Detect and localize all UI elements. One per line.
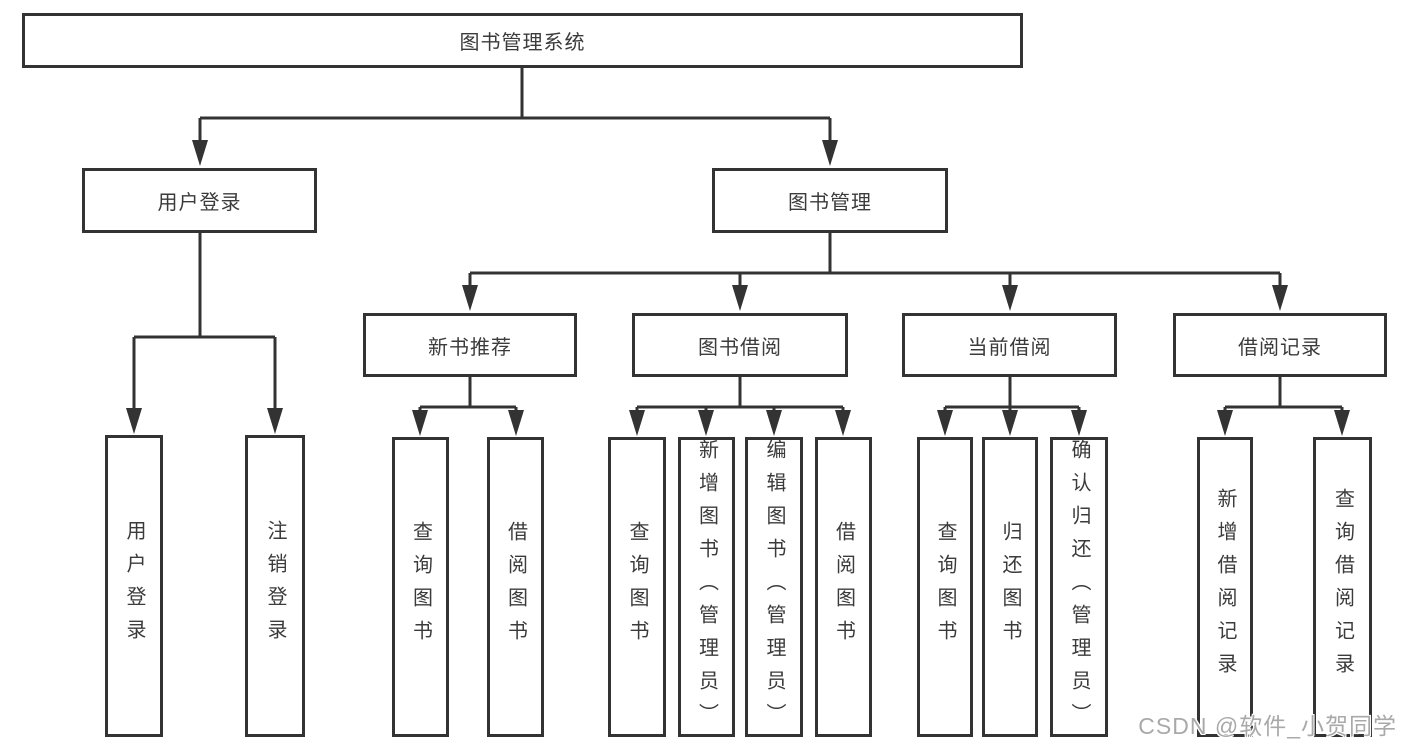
- node-book-borrow: 图书借阅: [632, 313, 848, 377]
- arrow-down-icon: [1334, 410, 1350, 436]
- node-user-login: 用户登录: [82, 168, 317, 233]
- arrow-down-icon: [629, 410, 645, 436]
- watermark: CSDN @软件_小贺同学: [1138, 713, 1397, 739]
- leaf-edit-book-admin-label: 编辑图书（管理员）: [763, 438, 785, 736]
- arrow-down-icon: [192, 140, 208, 166]
- leaf-query-borrow-record-label: 查询借阅记录: [1331, 488, 1354, 686]
- node-current-borrow: 当前借阅: [902, 313, 1117, 377]
- connector-book-management: [468, 233, 1282, 288]
- leaf-query-book-3-label: 查询图书: [934, 521, 956, 653]
- arrow-down-icon: [126, 408, 142, 434]
- leaf-return-book-label: 归还图书: [999, 521, 1021, 653]
- leaf-add-borrow-record: 新增借阅记录: [1197, 437, 1253, 737]
- arrow-down-icon: [1217, 410, 1233, 436]
- arrow-down-icon: [1002, 285, 1018, 311]
- node-root-label: 图书管理系统: [459, 32, 586, 54]
- connector-user-login: [132, 233, 277, 412]
- leaf-query-book-3: 查询图书: [917, 437, 973, 737]
- arrow-down-icon: [1071, 410, 1087, 436]
- arrow-down-icon: [267, 408, 283, 434]
- leaf-borrow-book-2: 借阅图书: [815, 437, 872, 737]
- leaf-borrow-book-1: 借阅图书: [487, 437, 544, 737]
- leaf-query-book-2: 查询图书: [608, 437, 666, 737]
- arrow-down-icon: [508, 410, 524, 436]
- leaf-logout: 注销登录: [245, 435, 305, 737]
- arrow-down-icon: [698, 410, 714, 436]
- node-root: 图书管理系统: [22, 13, 1023, 68]
- node-book-borrow-label: 图书借阅: [698, 336, 782, 359]
- leaf-edit-book-admin: 编辑图书（管理员）: [745, 437, 803, 737]
- leaf-confirm-return-admin: 确认归还（管理员）: [1050, 437, 1108, 737]
- leaf-add-book-admin: 新增图书（管理员）: [678, 437, 735, 737]
- connector-borrow-record: [1223, 377, 1344, 414]
- leaf-return-book: 归还图书: [982, 437, 1038, 737]
- leaf-confirm-return-admin-label: 确认归还（管理员）: [1068, 438, 1090, 736]
- arrow-down-icon: [937, 410, 953, 436]
- leaf-logout-label: 注销登录: [264, 520, 286, 652]
- leaf-user-login-label: 用户登录: [123, 520, 145, 652]
- node-new-book-recommend: 新书推荐: [363, 313, 577, 377]
- leaf-add-book-admin-label: 新增图书（管理员）: [695, 438, 718, 736]
- leaf-query-book-1: 查询图书: [392, 437, 449, 737]
- leaf-add-borrow-record-label: 新增借阅记录: [1214, 488, 1236, 686]
- node-user-login-label: 用户登录: [157, 192, 242, 214]
- node-current-borrow-label: 当前借阅: [967, 336, 1052, 359]
- connector-root: [198, 68, 832, 146]
- node-new-book-recommend-label: 新书推荐: [428, 336, 512, 359]
- arrow-down-icon: [1272, 285, 1288, 311]
- arrow-down-icon: [732, 285, 748, 311]
- node-book-management: 图书管理: [712, 168, 948, 233]
- arrow-down-icon: [835, 410, 851, 436]
- leaf-query-borrow-record: 查询借阅记录: [1313, 437, 1372, 737]
- connector-current-borrow: [943, 377, 1081, 414]
- node-book-management-label: 图书管理: [788, 192, 872, 214]
- connector-new-book: [418, 377, 518, 414]
- arrow-down-icon: [766, 410, 782, 436]
- arrow-down-icon: [412, 410, 428, 436]
- arrow-down-icon: [1002, 410, 1018, 436]
- node-borrow-record: 借阅记录: [1173, 313, 1387, 377]
- leaf-borrow-book-1-label: 借阅图书: [504, 521, 527, 653]
- leaf-query-book-1-label: 查询图书: [409, 521, 432, 653]
- leaf-query-book-2-label: 查询图书: [626, 521, 648, 653]
- arrow-down-icon: [822, 140, 838, 166]
- leaf-user-login: 用户登录: [105, 435, 163, 737]
- arrow-down-icon: [462, 285, 478, 311]
- leaf-borrow-book-2-label: 借阅图书: [832, 521, 855, 653]
- connector-book-borrow: [635, 377, 845, 414]
- node-borrow-record-label: 借阅记录: [1238, 336, 1322, 359]
